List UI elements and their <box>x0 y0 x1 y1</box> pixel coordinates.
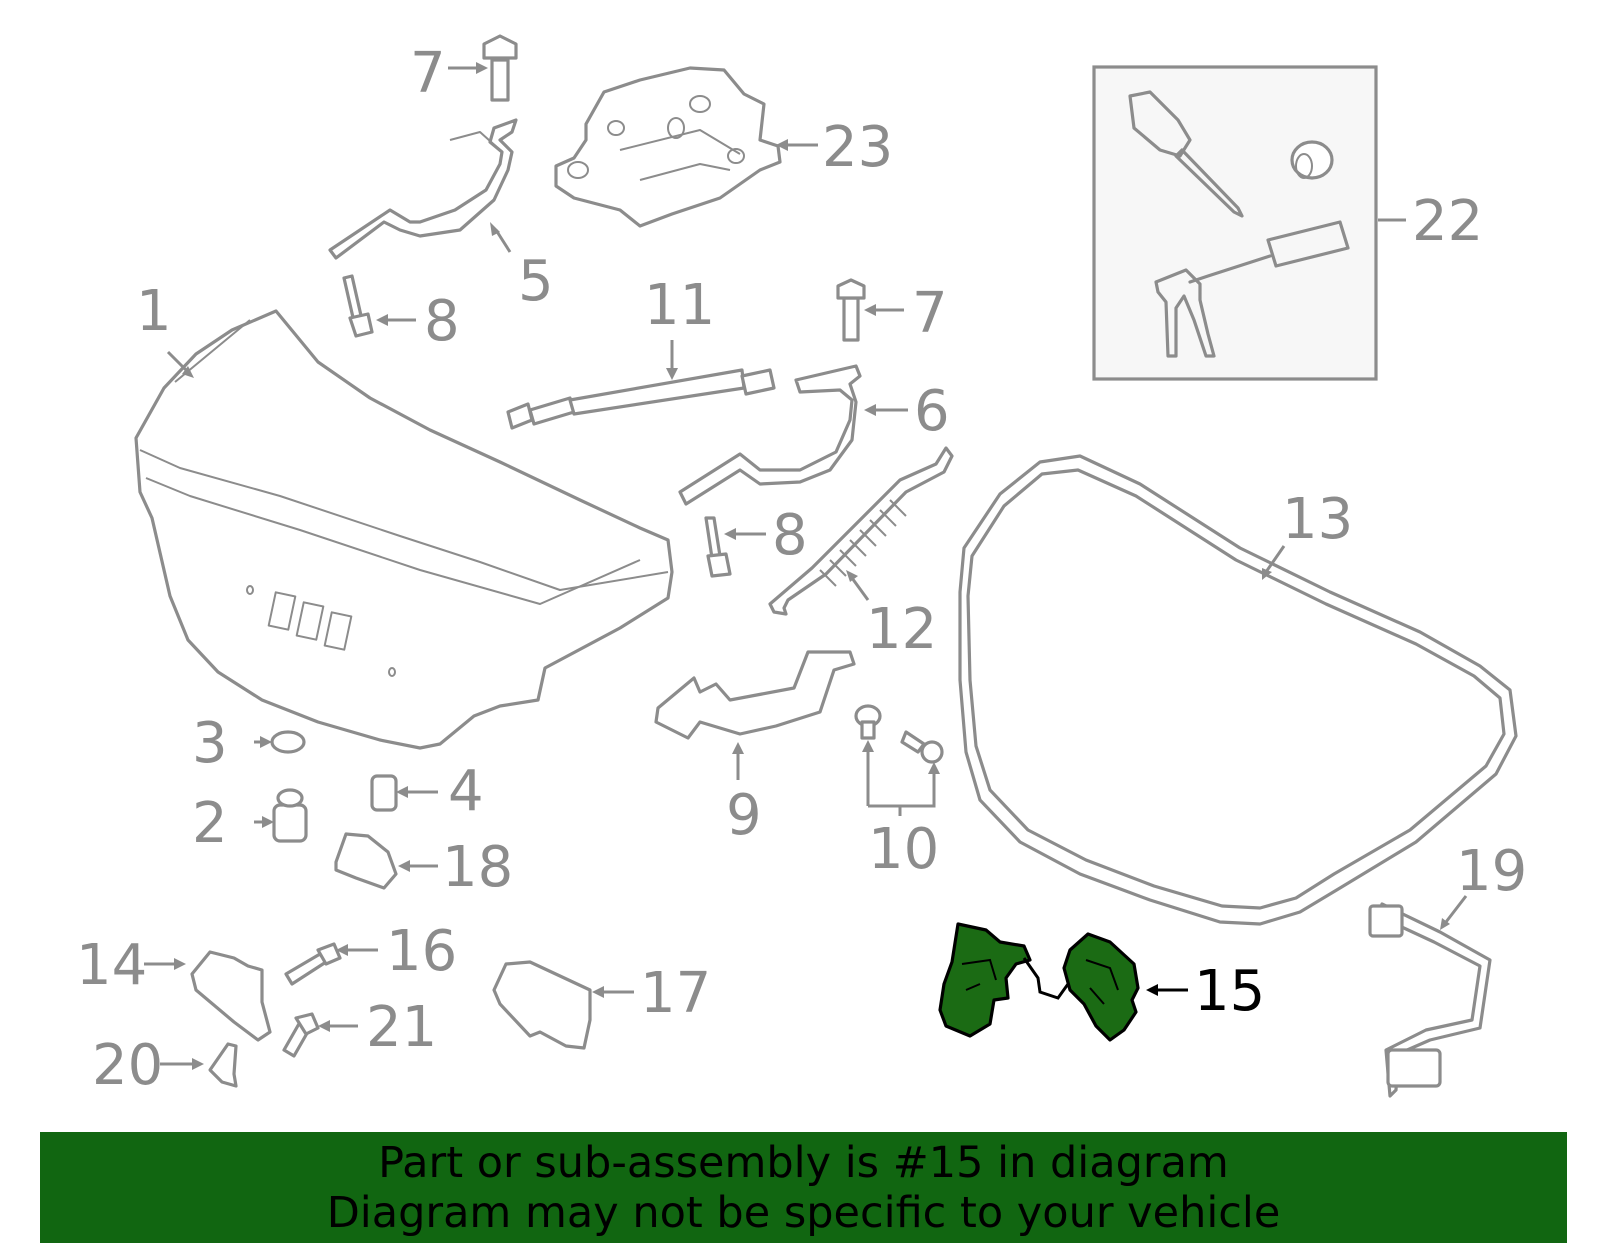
part-6-hinge[interactable] <box>678 364 862 506</box>
part-14-actuator[interactable] <box>190 950 272 1042</box>
part-3-plug[interactable] <box>270 730 306 754</box>
callout-labels: 1 2 3 4 5 6 7 7 8 8 9 10 11 12 13 14 15 … <box>76 41 1527 1098</box>
part-7-bolt-upper[interactable] <box>482 34 518 102</box>
part-18-bracket[interactable] <box>334 832 398 890</box>
callout-21: 21 <box>366 995 437 1060</box>
callout-7-lower: 7 <box>912 281 948 346</box>
part-15-latch-highlighted[interactable] <box>938 922 1140 1042</box>
callout-10: 10 <box>868 817 939 882</box>
callout-9: 9 <box>726 783 762 848</box>
banner-line-1: Part or sub-assembly is #15 in diagram <box>378 1137 1229 1188</box>
callout-2: 2 <box>192 791 228 856</box>
part-16-bolt[interactable] <box>284 942 342 986</box>
part-2-bumper[interactable] <box>272 788 308 843</box>
callout-20: 20 <box>92 1033 163 1098</box>
callout-19: 19 <box>1456 839 1527 904</box>
part-5-hinge[interactable] <box>328 118 518 260</box>
callout-12: 12 <box>866 597 937 662</box>
leader-lines <box>144 62 1468 1070</box>
part-9-bracket[interactable] <box>654 650 856 740</box>
part-8-bolt-lower[interactable] <box>704 516 732 578</box>
part-7-bolt-lower[interactable] <box>836 278 866 342</box>
callout-7-upper: 7 <box>410 41 446 106</box>
callout-3: 3 <box>192 711 228 776</box>
callout-11: 11 <box>644 273 715 338</box>
callout-5: 5 <box>518 249 554 314</box>
callout-18: 18 <box>442 835 513 900</box>
callout-6: 6 <box>914 379 950 444</box>
part-22-lock-cylinder-kit[interactable] <box>1092 65 1378 381</box>
callout-15: 15 <box>1194 959 1265 1024</box>
callout-8-lower: 8 <box>772 503 808 568</box>
callout-1: 1 <box>136 279 172 344</box>
callout-17: 17 <box>640 961 711 1026</box>
callout-23: 23 <box>822 115 893 180</box>
part-17-handle[interactable] <box>492 960 592 1050</box>
part-4-stopper[interactable] <box>370 774 398 812</box>
part-21-screw[interactable] <box>282 1012 320 1058</box>
part-13-weatherstrip[interactable] <box>958 454 1518 926</box>
info-banner: Part or sub-assembly is #15 in diagram D… <box>40 1132 1567 1243</box>
callout-14: 14 <box>76 933 147 998</box>
part-10-clips[interactable] <box>854 704 944 764</box>
part-19-harness[interactable] <box>1368 902 1492 1098</box>
part-12-spring[interactable] <box>768 446 954 616</box>
callout-13: 13 <box>1282 487 1353 552</box>
callout-8-upper: 8 <box>424 289 460 354</box>
part-8-bolt-upper[interactable] <box>342 274 374 338</box>
callout-4: 4 <box>448 759 484 824</box>
part-1-trunk-lid[interactable] <box>134 309 674 750</box>
part-23-closer-motor[interactable] <box>554 66 782 228</box>
banner-line-2: Diagram may not be specific to your vehi… <box>326 1187 1281 1238</box>
part-20-clip[interactable] <box>208 1042 238 1088</box>
callout-16: 16 <box>386 919 457 984</box>
callout-22: 22 <box>1412 189 1483 254</box>
part-11-strut[interactable] <box>506 368 776 430</box>
